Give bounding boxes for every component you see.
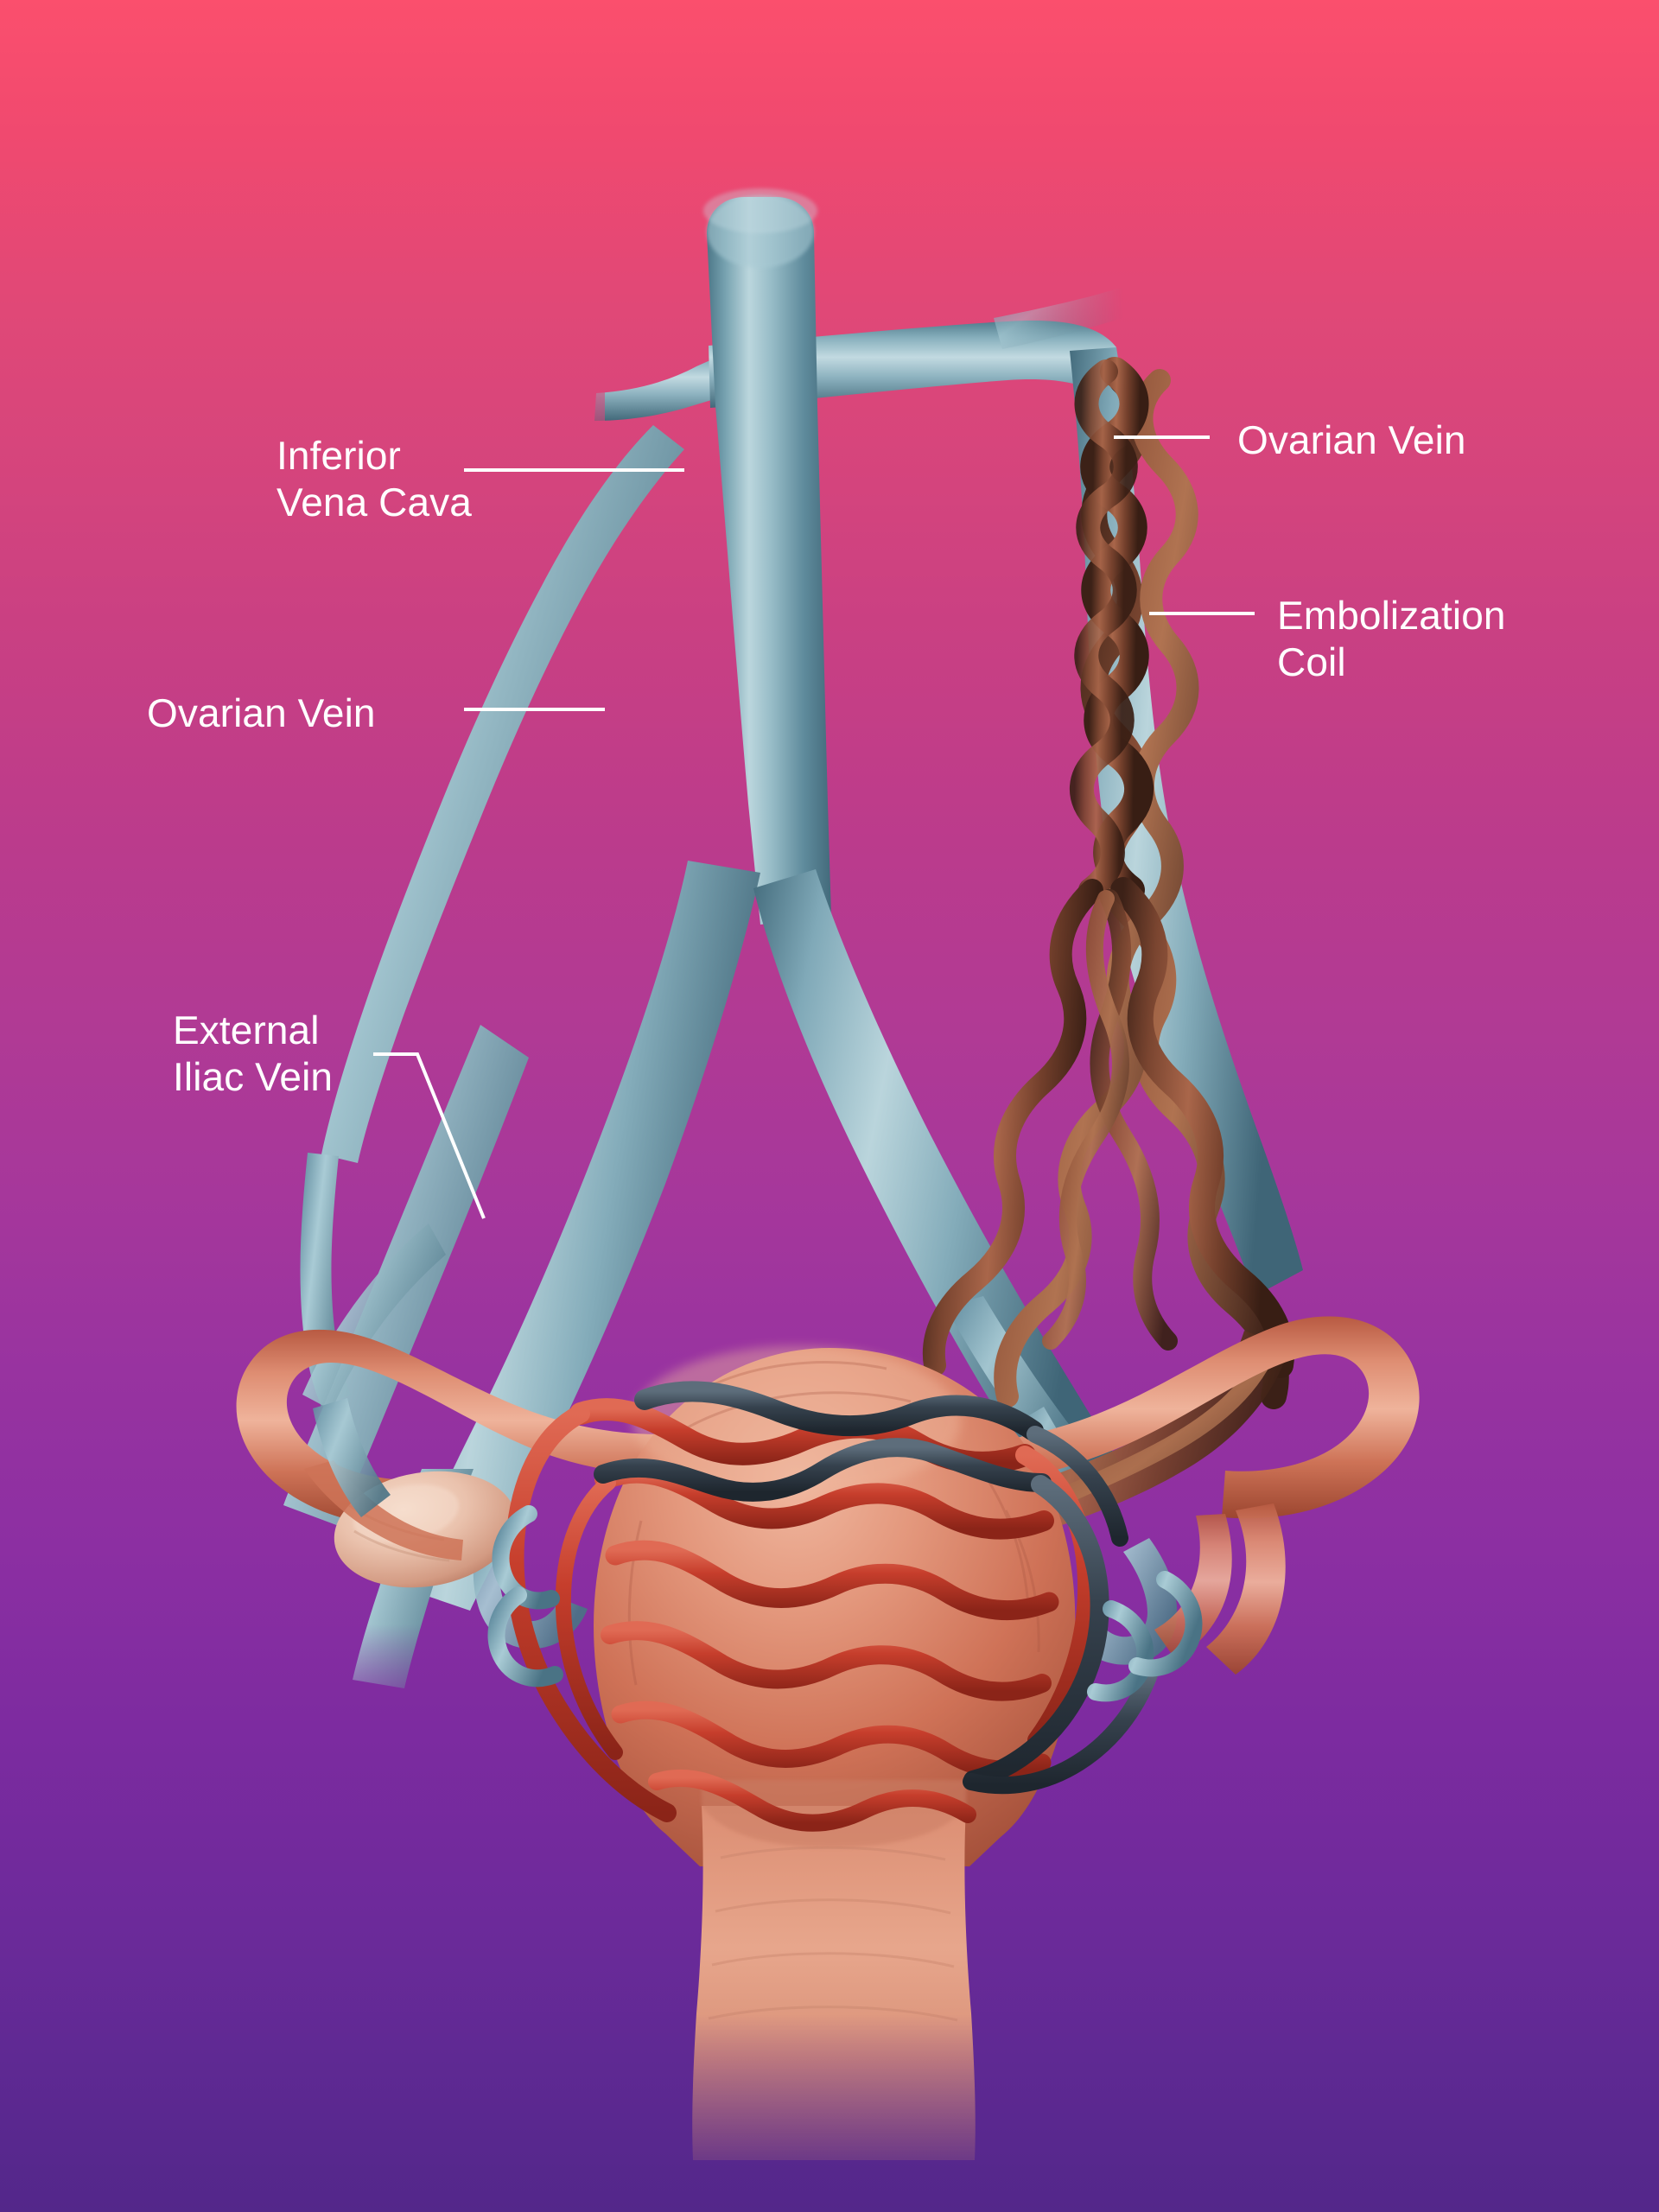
coil-upper-helix	[1069, 357, 1154, 905]
coil-strand-b	[994, 369, 1199, 1408]
left-renal-vein	[594, 346, 743, 421]
label-ovarian-vein-right: Ovarian Vein	[1237, 417, 1466, 462]
common-iliac-vein-right	[753, 869, 1120, 1503]
label-embolization-coil: Embolization Coil	[1277, 593, 1506, 685]
fimbriae-right-b	[1154, 1514, 1232, 1659]
uterine-veins	[594, 1381, 1158, 1795]
label-inferior-vena-cava: Inferior Vena Cava	[276, 433, 472, 525]
pelvic-venous-hooks-left	[487, 1505, 563, 1688]
inferior-vena-cava	[707, 197, 831, 925]
reproductive-organs	[236, 1316, 1420, 2160]
iliac-branch-left	[302, 1224, 446, 1410]
pelvic-venous-hooks-right	[1087, 1571, 1203, 1702]
leader-external-iliac-vein	[373, 1052, 486, 1219]
label-external-iliac-vein: External Iliac Vein	[173, 1007, 334, 1100]
ovarian-vein-left-terminal	[313, 1398, 391, 1517]
ovarian-vein-left	[321, 425, 684, 1163]
label-ovarian-vein-left: Ovarian Vein	[147, 690, 376, 735]
coil-lower-braid	[922, 877, 1295, 1378]
fimbriae-right	[1206, 1503, 1286, 1675]
